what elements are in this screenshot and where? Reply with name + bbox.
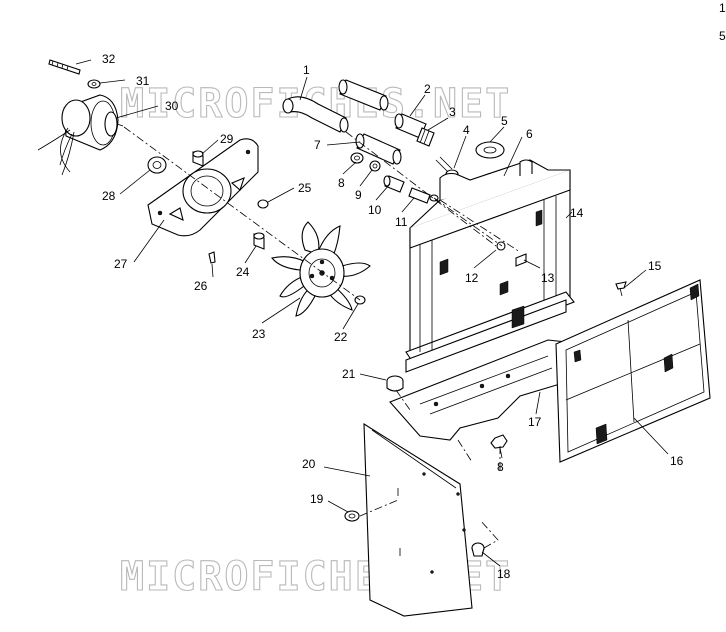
callout-labels: 1 2 3 4 5 6 7 8 8 9 10 11 12 13 14 15 16… [102, 52, 684, 581]
callout-32: 32 [102, 52, 116, 66]
callout-1: 1 [303, 63, 310, 77]
callout-19: 19 [310, 492, 324, 506]
callout-6: 6 [526, 127, 533, 141]
nut-8-lower [490, 434, 508, 449]
fastener-18 [471, 542, 485, 557]
hose-1 [282, 96, 349, 133]
hose-clamp-8-upper [350, 152, 364, 164]
callout-30: 30 [165, 99, 179, 113]
bolt-32 [48, 59, 81, 75]
side-panel-20 [363, 422, 473, 617]
callout-29: 29 [220, 132, 234, 146]
callout-18: 18 [497, 567, 511, 581]
fan-blade-23 [271, 221, 371, 317]
callout-3: 3 [449, 105, 456, 119]
callout-21: 21 [342, 367, 356, 381]
callout-10: 10 [368, 203, 382, 217]
callout-11: 11 [395, 215, 408, 229]
callout-2: 2 [424, 82, 431, 96]
hose-7 [355, 133, 402, 165]
grommet-21 [386, 375, 404, 392]
callout-17: 17 [528, 415, 542, 429]
callout-14: 14 [570, 206, 584, 220]
fan-axis-line [123, 126, 361, 301]
callout-9: 9 [355, 188, 362, 202]
callout-20: 20 [302, 457, 316, 471]
callout-5: 5 [501, 114, 508, 128]
callout-25: 25 [298, 181, 312, 195]
callout-26: 26 [194, 279, 208, 293]
washer-19 [344, 510, 360, 522]
fan-motor [37, 94, 124, 176]
hose-2 [394, 113, 427, 139]
tube-11 [408, 187, 439, 204]
mount-plate-17 [389, 339, 567, 441]
screen-16 [555, 279, 711, 463]
connector-10 [383, 175, 405, 193]
callout-31: 31 [136, 74, 150, 88]
callout-22: 22 [334, 330, 348, 344]
callout-7: 7 [314, 138, 321, 152]
callout-13: 13 [541, 271, 555, 285]
assembly-line-a [345, 131, 521, 253]
callout-28: 28 [102, 189, 116, 203]
callout-23: 23 [252, 327, 266, 341]
leader-lines [75, 59, 669, 567]
edge-mark-1: 1 [719, 1, 726, 15]
callout-24: 24 [236, 265, 250, 279]
callout-12: 12 [465, 271, 479, 285]
callout-15: 15 [648, 259, 662, 273]
assembly-line-c [359, 499, 499, 549]
washer-31 [87, 79, 101, 89]
callout-16: 16 [670, 454, 684, 468]
clamp-3 [416, 127, 435, 147]
grommet-28 [147, 156, 167, 174]
hose-upper [338, 79, 389, 111]
edge-mark-2: 5 [719, 29, 726, 43]
spacer-29 [192, 150, 204, 167]
callout-4: 4 [463, 123, 470, 137]
nut-25 [257, 199, 269, 209]
callout-8-lower: 8 [497, 460, 504, 474]
callout-27: 27 [114, 257, 128, 271]
radiator-14 [405, 159, 575, 373]
fan-bracket-27 [147, 138, 259, 237]
screw-15 [615, 281, 627, 297]
hose-clamp-9 [369, 160, 381, 172]
callout-8-upper: 8 [338, 176, 345, 190]
spacer-24 [253, 232, 265, 250]
gasket-5 [475, 141, 505, 159]
screw-26 [208, 251, 216, 264]
